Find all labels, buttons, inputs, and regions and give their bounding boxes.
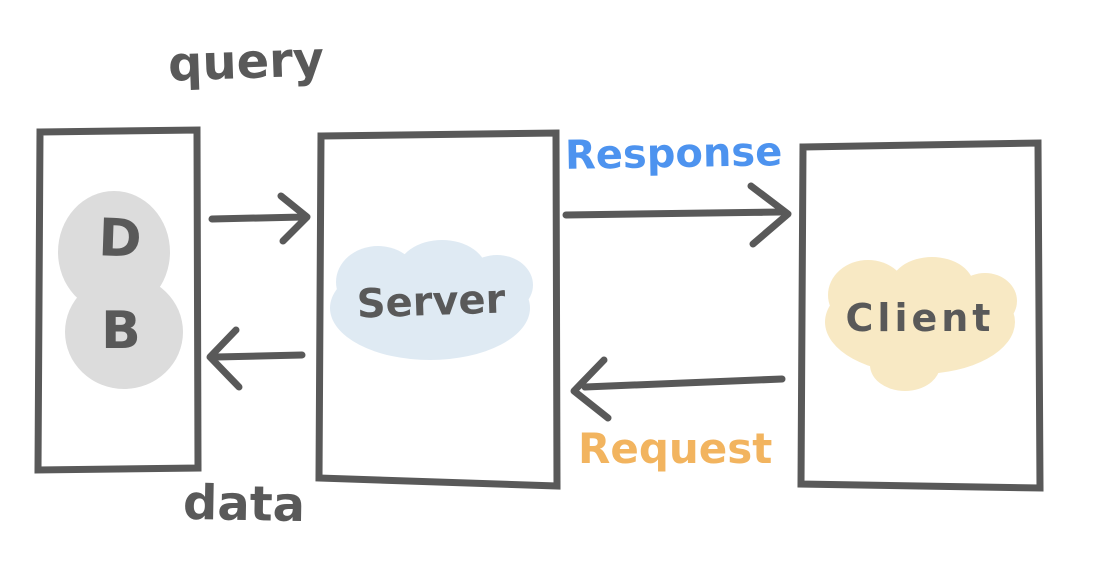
data-arrow: [206, 326, 306, 391]
client-blob-shape: [828, 260, 908, 330]
server-highlight-blob: [330, 240, 533, 360]
client-node-label: Client: [845, 296, 995, 340]
client-blob-shape: [953, 273, 1017, 329]
request-arrow-label: Request: [578, 424, 773, 473]
db-node-label-top: D: [97, 208, 143, 270]
db-highlight-blob: [58, 191, 183, 389]
response-arrow-label: Response: [564, 129, 783, 179]
response-arrow: [562, 182, 792, 248]
data-arrow-label: data: [182, 474, 306, 534]
server-node-label: Server: [355, 276, 507, 328]
query-arrow-label: query: [167, 31, 325, 93]
client-blob-shape: [870, 339, 940, 391]
db-node-label-bottom: B: [101, 301, 141, 361]
client-blob-shape: [890, 257, 974, 317]
server-blob-shape: [461, 255, 533, 315]
client-highlight-blob: [825, 257, 1017, 391]
query-arrow: [208, 192, 311, 245]
request-arrow: [570, 356, 786, 422]
db-blob-shape: [65, 275, 183, 389]
